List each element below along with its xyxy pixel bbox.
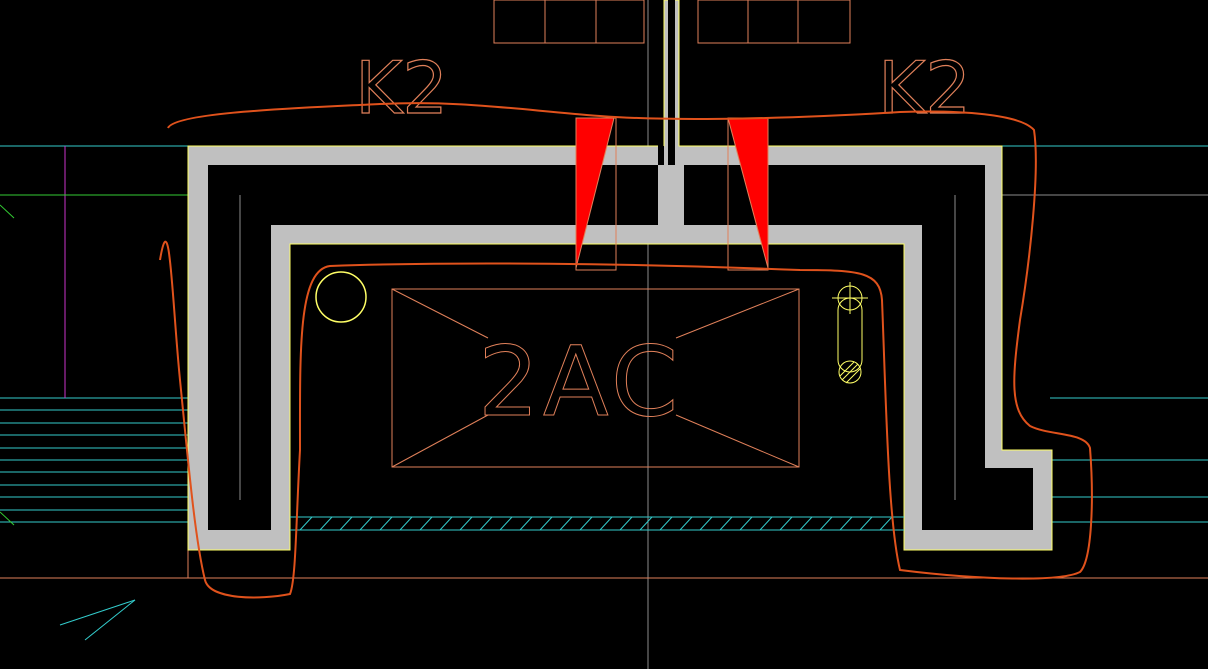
markup-outline: [159, 102, 1093, 599]
wall-inner-left: [208, 165, 658, 530]
centerline-slot-symbol-icon: [832, 282, 868, 384]
circle-symbol-icon: [315, 271, 367, 323]
left-cyan-guidelines: [0, 145, 190, 641]
wall-inner-right: [684, 165, 1033, 530]
top-grid-boxes: [493, 0, 851, 44]
top-channel-gap: [668, 0, 675, 165]
green-diagonal-line: [0, 204, 15, 219]
green-diagonal-line-2: [0, 511, 15, 526]
top-channel-left: [658, 0, 664, 165]
equipment-box[interactable]: [391, 288, 800, 468]
equipment-label: 2AC: [478, 326, 682, 438]
hatched-floor-strip: [290, 516, 904, 531]
yellow-inner-outlines: [290, 0, 904, 245]
right-tag-label: K2: [878, 46, 971, 130]
red-wedges: [575, 117, 769, 271]
gray-thin-lines: [239, 195, 956, 500]
left-tag-label: K2: [355, 46, 448, 130]
